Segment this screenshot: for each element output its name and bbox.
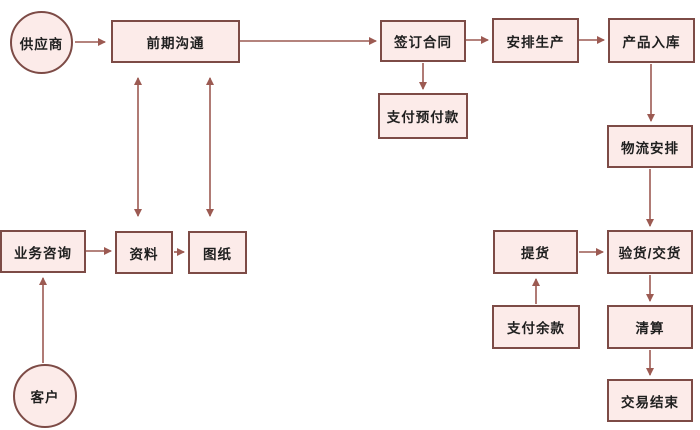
node-materials: 资料 xyxy=(115,231,173,274)
node-arrange-production: 安排生产 xyxy=(492,18,579,63)
node-drawings: 图纸 xyxy=(188,231,247,274)
node-logistics: 物流安排 xyxy=(607,125,693,168)
node-inspect-deliver: 验货/交货 xyxy=(607,230,693,274)
node-customer: 客户 xyxy=(13,364,77,428)
node-pay-advance: 支付预付款 xyxy=(378,93,468,139)
node-product-inbound: 产品入库 xyxy=(608,18,695,63)
node-pay-balance: 支付余款 xyxy=(492,305,580,349)
node-pickup: 提货 xyxy=(493,230,578,274)
node-settlement: 清算 xyxy=(607,305,693,349)
node-sign-contract: 签订合同 xyxy=(380,20,466,62)
node-early-communication: 前期沟通 xyxy=(111,20,240,63)
node-business-inquiry: 业务咨询 xyxy=(0,230,86,273)
node-supplier: 供应商 xyxy=(10,11,73,74)
node-deal-end: 交易结束 xyxy=(607,379,693,422)
